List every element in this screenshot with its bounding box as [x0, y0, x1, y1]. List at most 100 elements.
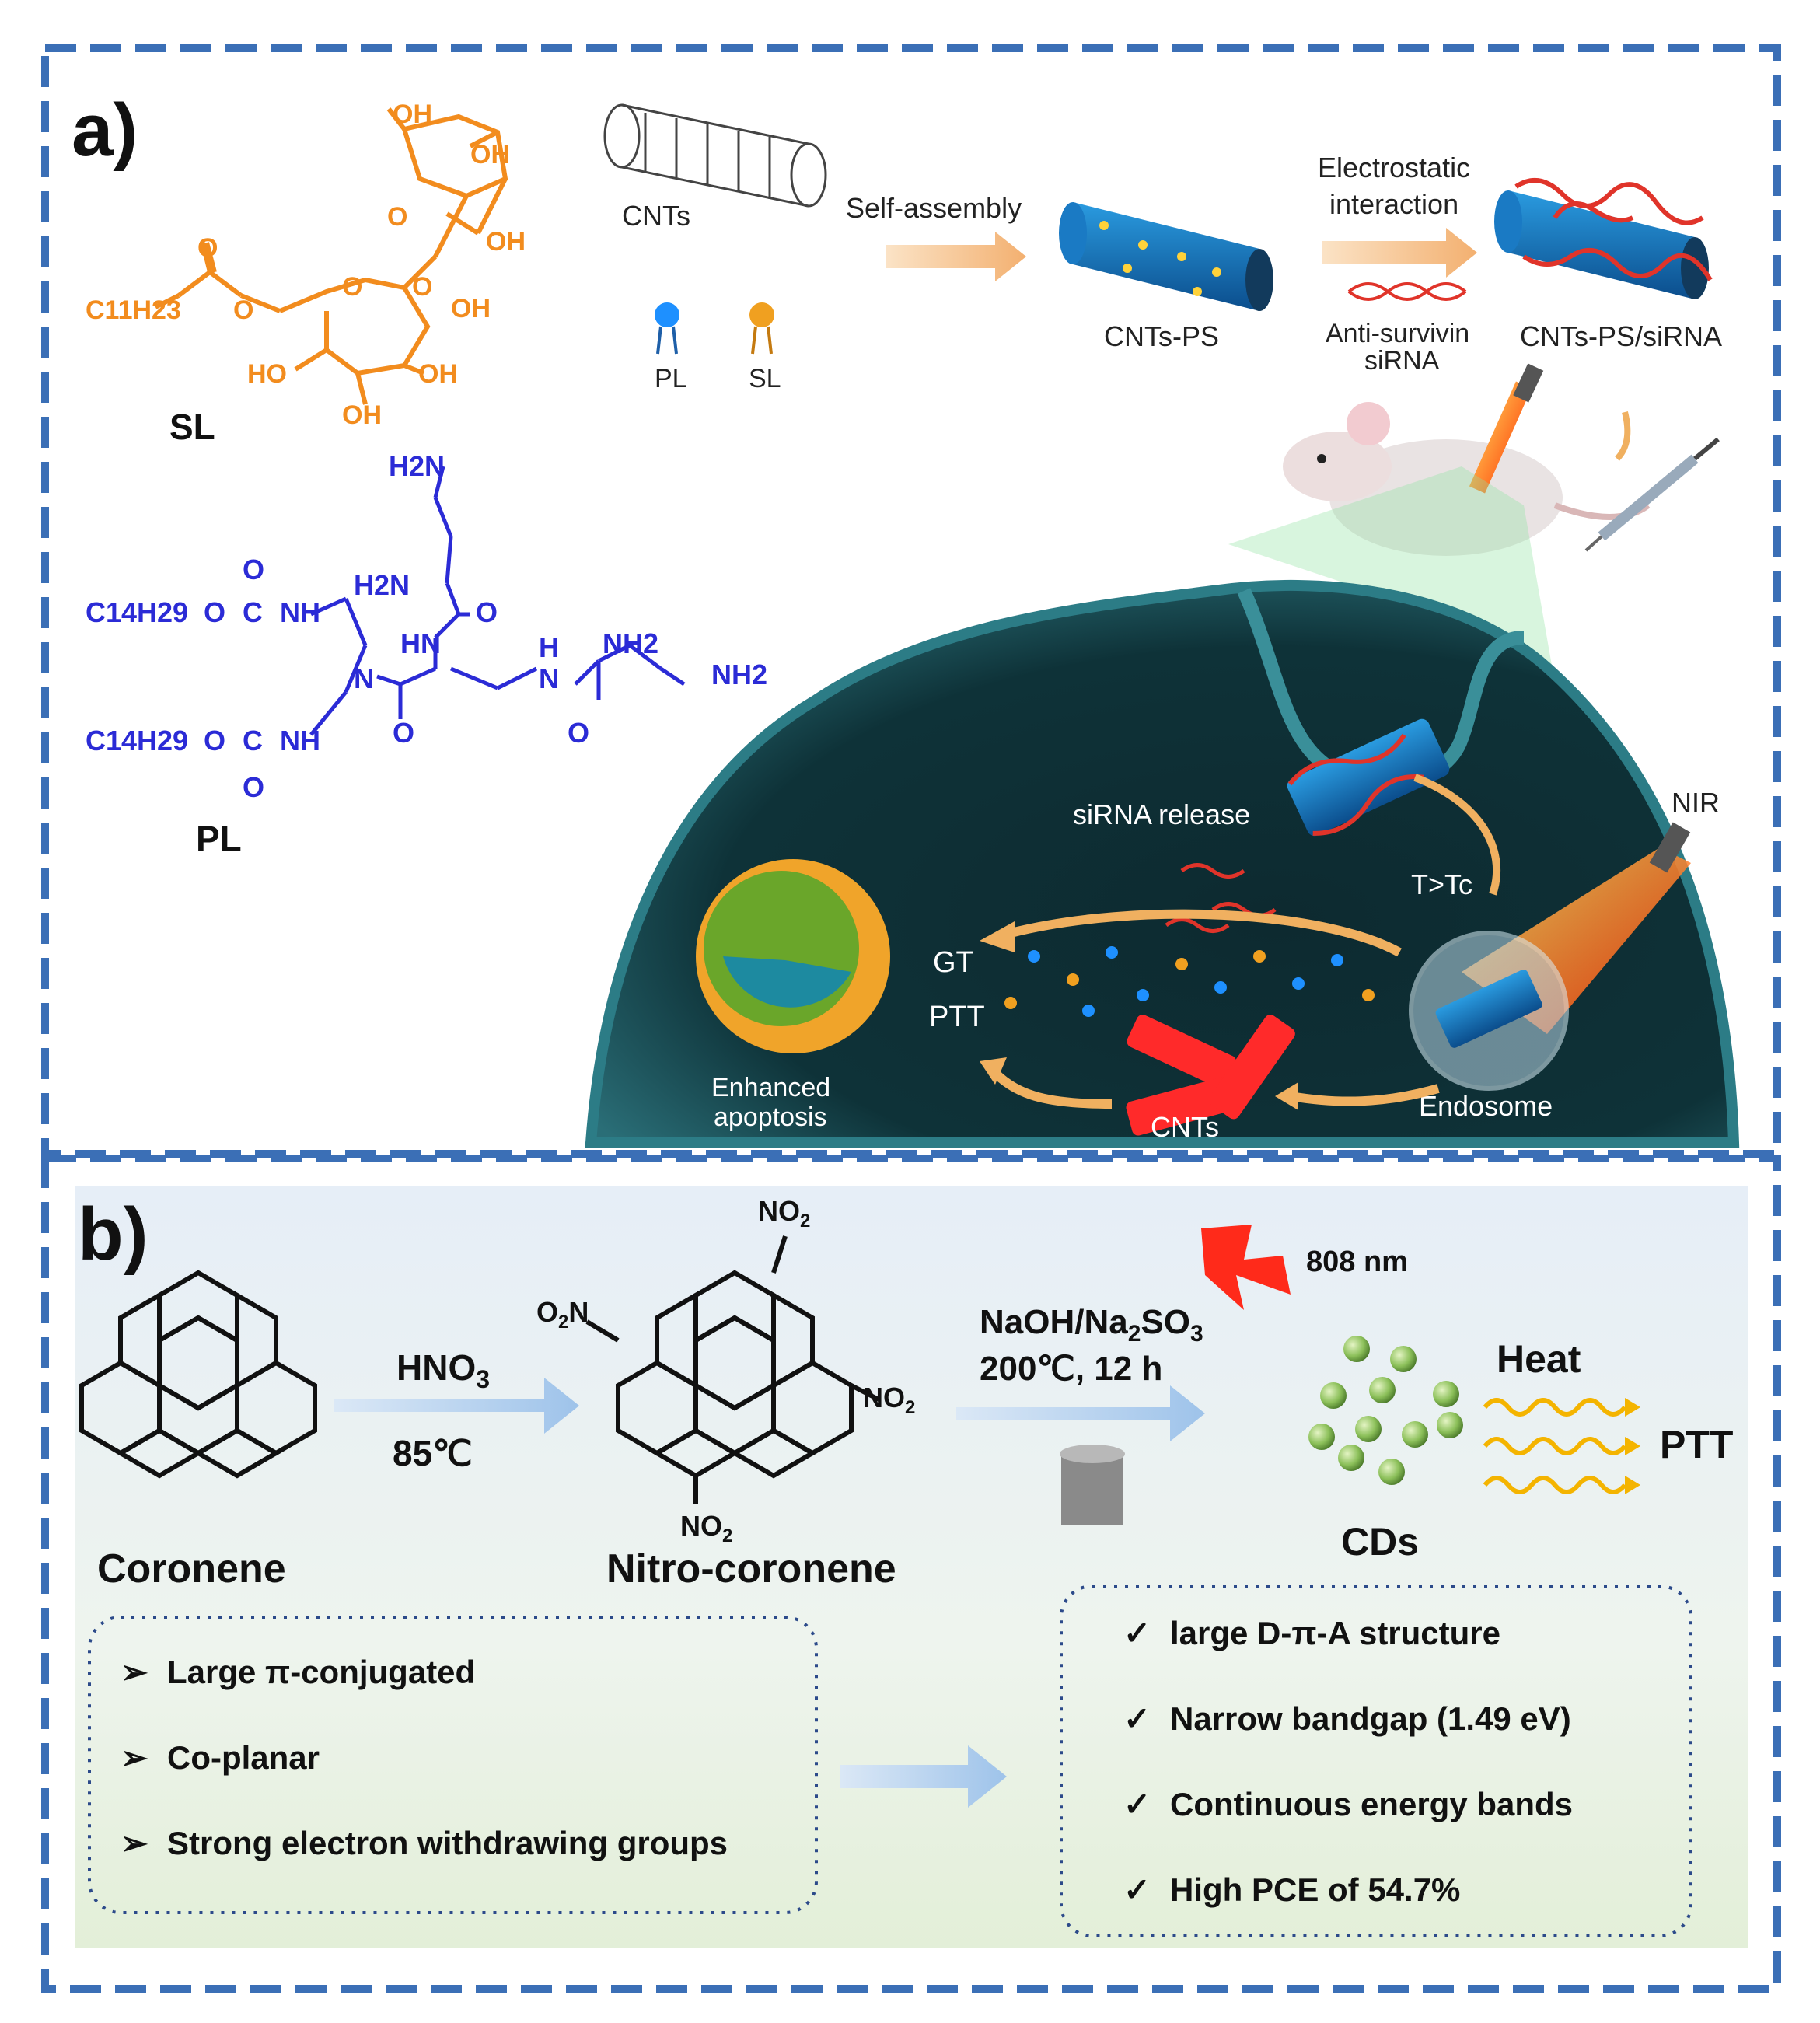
laser-label: 808 nm — [1306, 1246, 1408, 1278]
lipid-particles — [1004, 946, 1375, 1017]
pl-hn: HN — [400, 627, 441, 659]
sl-o-ester: O — [233, 295, 253, 325]
anti-survivin-label-1: Anti-survivin — [1326, 319, 1469, 348]
feature-right-text-2: Narrow bandgap (1.49 eV) — [1170, 1700, 1571, 1737]
self-assembly-label: Self-assembly — [846, 192, 1022, 224]
sl-oh-5: HO — [247, 359, 287, 389]
cond-2: 200℃, 12 h — [980, 1350, 1162, 1388]
injection-arrow — [1615, 411, 1631, 461]
ptt-label-b: PTT — [1660, 1423, 1733, 1466]
nitro-coronene-label: Nitro-coronene — [606, 1546, 896, 1591]
reaction-arrow-1 — [334, 1378, 579, 1434]
feature-right-text-1: large D-π-A structure — [1170, 1615, 1500, 1651]
pl-o-amide-3: O — [568, 717, 589, 749]
cycle-arrowhead-2 — [980, 1057, 1007, 1085]
pl-c-1: C — [243, 596, 263, 628]
reaction-arrow-2 — [956, 1385, 1205, 1441]
sl-oh-3: OH — [486, 227, 526, 257]
heat-label: Heat — [1497, 1337, 1581, 1381]
pl-h2n-mid: H2N — [354, 569, 410, 601]
sl-o-ring-1: O — [387, 202, 407, 232]
laser-device-top — [1469, 363, 1544, 494]
feature-left-bullet-1: ➢ — [121, 1654, 148, 1690]
sl-lipid-icon — [749, 302, 774, 355]
pl-o-2: O — [204, 725, 225, 756]
sl-oh-6: OH — [418, 359, 458, 389]
feature-right-text-3: Continuous energy bands — [1170, 1786, 1573, 1822]
self-assembly-arrow — [886, 232, 1026, 281]
features-left-box — [88, 1616, 818, 1914]
feature-right-check-4: ✓ — [1123, 1871, 1151, 1908]
sirna-helix-icon — [1347, 282, 1467, 301]
panel-b-background — [75, 1186, 1748, 1948]
pl-chain-1: C14H29 — [86, 596, 188, 628]
autoclave-icon — [1060, 1445, 1125, 1525]
feature-left-text-2: Co-planar — [167, 1739, 320, 1776]
cycle-arrowhead-3 — [1275, 1082, 1298, 1110]
sl-name: SL — [169, 407, 215, 447]
ptt-label-a: PTT — [929, 1001, 985, 1033]
feature-left-text-1: Large π-conjugated — [167, 1654, 475, 1690]
enhanced-label-2: apoptosis — [714, 1102, 827, 1132]
pl-chain-2: C14H29 — [86, 725, 188, 756]
cnts-ps-sirna-label: CNTs-PS/siRNA — [1520, 320, 1722, 352]
pl-legend-label: PL — [655, 364, 687, 393]
feature-left-bullet-3: ➢ — [121, 1825, 148, 1861]
feature-right-check-1: ✓ — [1123, 1615, 1151, 1651]
pl-o-amide-2: O — [476, 596, 498, 628]
sl-oh-7: OH — [342, 400, 382, 430]
panel-b-label: b) — [78, 1193, 148, 1276]
electrostatic-label-1: Electrostatic — [1318, 152, 1470, 183]
pl-nh-1: NH — [280, 596, 320, 628]
sl-oh-2: OH — [470, 140, 510, 169]
features-right-box — [1060, 1585, 1692, 1937]
panel-a-frame — [41, 44, 1781, 1158]
pl-o-1: O — [204, 596, 225, 628]
laser-bolt-icon — [1201, 1225, 1291, 1310]
pl-h: H — [539, 631, 559, 663]
pl-nh2-a: NH2 — [603, 627, 658, 659]
anti-survivin-label-2: siRNA — [1364, 346, 1440, 376]
cycle-arrows — [991, 909, 1440, 1109]
sl-atom-labels: OH OH OH OH HO OH OH O O O O O C11H23 — [86, 100, 526, 430]
cnts-label: CNTs — [622, 200, 690, 232]
internalization-arrow — [1413, 774, 1500, 896]
heat-arrowheads — [1625, 1398, 1640, 1494]
nir-label: NIR — [1672, 787, 1720, 819]
temp-1: 85℃ — [393, 1433, 473, 1473]
feature-right-check-3: ✓ — [1123, 1786, 1151, 1822]
pl-atom-labels: C14H29 O C NH O C14H29 O C NH O N O HN O… — [86, 450, 767, 803]
pl-nh-2: NH — [280, 725, 320, 756]
cnts-ps-label: CNTs-PS — [1104, 320, 1219, 352]
feature-left-bullet-2: ➢ — [121, 1739, 148, 1776]
pl-o-1-top: O — [243, 554, 264, 585]
heat-waves-icon — [1483, 1398, 1627, 1494]
electrostatic-label-2: interaction — [1329, 188, 1458, 220]
features-left-list: ➢ Large π-conjugated ➢ Co-planar ➢ Stron… — [121, 1654, 728, 1861]
features-right-list: ✓ large D-π-A structure ✓ Narrow bandgap… — [1123, 1615, 1573, 1908]
cnts-ps-sirna-illustration — [1494, 178, 1713, 299]
cnts-ps-illustration — [1059, 202, 1273, 311]
feature-right-text-4: High PCE of 54.7% — [1170, 1871, 1460, 1908]
sl-o-ring-2: O — [342, 272, 362, 302]
cds-particles — [1308, 1336, 1463, 1485]
no2-left: O2N — [536, 1296, 589, 1333]
feature-right-check-2: ✓ — [1123, 1700, 1151, 1737]
light-cone — [1228, 466, 1578, 816]
sl-chain: C11H23 — [86, 295, 181, 325]
features-arrow — [840, 1745, 1007, 1808]
pl-molecule — [309, 466, 686, 736]
endosome — [1409, 931, 1569, 1091]
pl-o-2-bot: O — [243, 771, 264, 803]
released-cnts — [1126, 1015, 1295, 1136]
pl-nh2-b: NH2 — [711, 659, 767, 690]
enhanced-label-1: Enhanced — [711, 1073, 830, 1102]
endosome-label: Endosome — [1419, 1090, 1553, 1122]
coronene-structure — [79, 1270, 317, 1479]
sirna-release-label: siRNA release — [1073, 798, 1250, 830]
pl-n-amide: N — [539, 662, 559, 694]
sl-oh-4: OH — [451, 294, 491, 323]
cds-label: CDs — [1341, 1520, 1419, 1564]
panel-a-label: a) — [72, 89, 138, 172]
